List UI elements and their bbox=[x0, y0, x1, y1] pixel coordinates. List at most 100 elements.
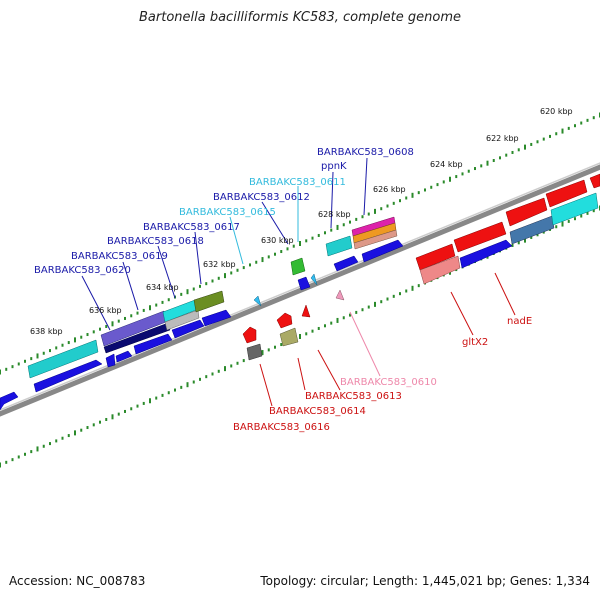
gene-arrow bbox=[276, 312, 293, 329]
tick-mark bbox=[155, 396, 158, 400]
tick-mark bbox=[192, 380, 195, 384]
gene-arrow bbox=[453, 221, 507, 253]
gene-arrow bbox=[0, 391, 19, 411]
tick-mark bbox=[230, 271, 233, 275]
tick-mark bbox=[255, 260, 258, 264]
gene-arrow bbox=[253, 295, 262, 307]
tick-mark bbox=[561, 128, 564, 134]
tick-mark bbox=[305, 239, 308, 243]
tick-mark bbox=[80, 428, 83, 432]
tick-mark bbox=[186, 289, 189, 295]
tick-mark bbox=[330, 228, 333, 232]
tick-mark bbox=[136, 404, 139, 408]
tick-mark bbox=[167, 298, 170, 302]
gene-arrow bbox=[545, 179, 588, 208]
tick-mark bbox=[117, 412, 120, 416]
gene-arrow bbox=[301, 304, 311, 318]
tick-mark bbox=[17, 362, 20, 366]
tick-mark bbox=[336, 224, 339, 230]
gene-block bbox=[509, 215, 555, 245]
tick-mark bbox=[549, 134, 551, 138]
tick-mark bbox=[374, 208, 376, 214]
gene-block bbox=[246, 343, 263, 361]
tick-mark bbox=[442, 180, 445, 184]
gene-label: BARBAKC583_0610 bbox=[340, 377, 437, 388]
tick-mark bbox=[242, 266, 245, 270]
gene-label: BARBAKC583_0614 bbox=[269, 406, 366, 417]
tick-mark bbox=[367, 212, 370, 216]
tick-mark bbox=[217, 276, 220, 280]
tick-mark bbox=[111, 414, 114, 420]
tick-mark bbox=[211, 279, 214, 283]
kbp-label: 638 kbp bbox=[30, 327, 63, 336]
tick-mark bbox=[142, 308, 145, 312]
tick-mark bbox=[49, 349, 51, 353]
tick-mark bbox=[474, 167, 476, 171]
tick-mark bbox=[311, 329, 314, 333]
tick-mark bbox=[74, 337, 76, 343]
tick-mark bbox=[217, 369, 220, 373]
gene-arrow bbox=[335, 289, 345, 301]
tick-mark bbox=[67, 341, 70, 345]
tick-mark bbox=[17, 455, 20, 459]
tick-mark bbox=[305, 332, 308, 336]
tick-mark bbox=[42, 351, 45, 355]
kbp-label: 622 kbp bbox=[486, 134, 519, 143]
gene-label: nadE bbox=[507, 316, 532, 327]
tick-mark bbox=[561, 221, 564, 227]
tick-mark bbox=[480, 164, 483, 168]
tick-mark bbox=[592, 116, 595, 120]
gene-label: BARBAKC583_0618 bbox=[107, 236, 204, 247]
tick-mark bbox=[5, 460, 8, 464]
tick-mark bbox=[130, 407, 133, 411]
tick-mark bbox=[36, 353, 39, 359]
tick-mark bbox=[99, 327, 101, 331]
tick-mark bbox=[30, 357, 33, 361]
tick-mark bbox=[311, 236, 314, 240]
tick-mark bbox=[124, 316, 126, 320]
tick-mark bbox=[249, 263, 251, 267]
map-title: Bartonella bacilliformis KC583, complete… bbox=[139, 10, 461, 25]
tick-mark bbox=[236, 268, 239, 272]
reverse-strand-genes bbox=[242, 173, 600, 361]
kbp-label: 634 kbp bbox=[146, 283, 179, 292]
gene-block bbox=[27, 339, 99, 379]
gene-block bbox=[103, 322, 171, 354]
tick-mark bbox=[149, 398, 151, 404]
gene-label: ppnK bbox=[321, 161, 347, 172]
gene-block bbox=[353, 229, 398, 250]
tick-mark bbox=[105, 417, 108, 421]
tick-mark bbox=[530, 142, 533, 146]
genome-summary-text: Topology: circular; Length: 1,445,021 bp… bbox=[260, 574, 590, 588]
gene-label: BARBAKC583_0612 bbox=[213, 192, 310, 203]
tick-mark bbox=[186, 382, 189, 388]
tick-mark bbox=[486, 160, 489, 166]
tick-mark bbox=[411, 285, 414, 291]
tick-mark bbox=[536, 140, 539, 144]
tick-mark bbox=[336, 317, 339, 323]
tick-mark bbox=[392, 294, 395, 298]
tick-mark bbox=[30, 450, 33, 454]
tick-mark bbox=[324, 324, 326, 328]
tick-mark bbox=[74, 430, 76, 436]
tick-mark bbox=[174, 388, 176, 392]
tick-mark bbox=[0, 462, 1, 468]
callout-lines bbox=[81, 157, 516, 407]
gene-label: BARBAKC583_0617 bbox=[143, 222, 240, 233]
gene-block bbox=[325, 235, 353, 257]
gene-label: BARBAKC583_0608 bbox=[317, 147, 414, 158]
tick-mark bbox=[492, 159, 495, 163]
tick-mark bbox=[524, 144, 526, 150]
tick-mark bbox=[167, 391, 170, 395]
gene-label: BARBAKC583_0613 bbox=[305, 391, 402, 402]
tick-mark bbox=[567, 219, 570, 223]
tick-mark bbox=[392, 201, 395, 205]
tick-mark bbox=[55, 346, 58, 350]
tick-mark bbox=[361, 308, 364, 312]
tick-mark bbox=[555, 225, 558, 229]
tick-mark bbox=[574, 124, 576, 128]
tick-mark bbox=[199, 377, 201, 381]
tick-mark bbox=[280, 250, 283, 254]
tick-mark bbox=[261, 350, 264, 356]
